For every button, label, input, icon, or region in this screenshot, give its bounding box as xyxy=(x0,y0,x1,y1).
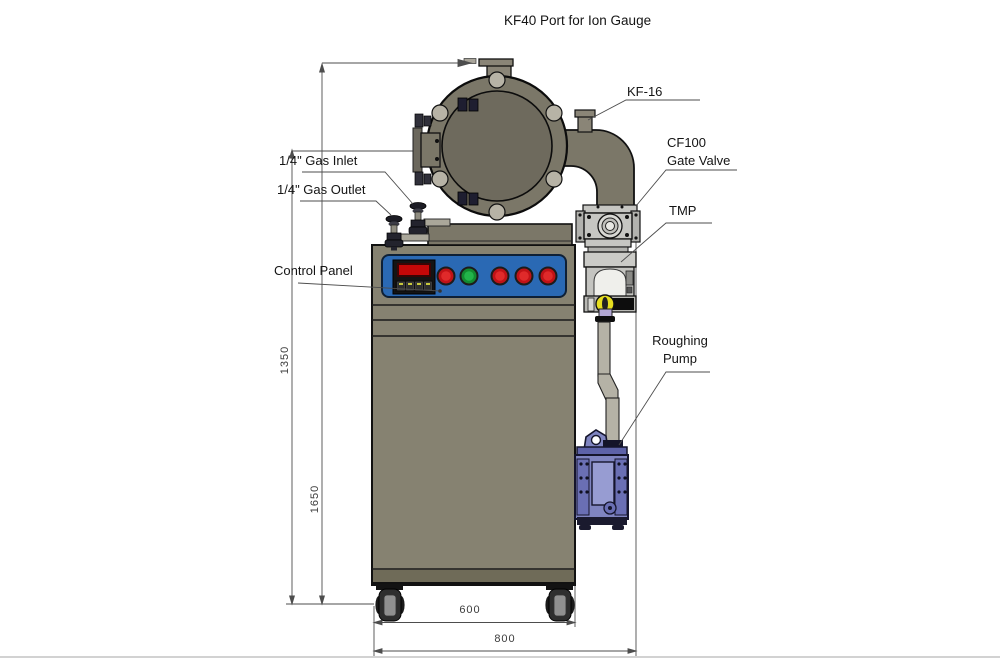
chamber-pedestal xyxy=(427,223,573,246)
vacuum-chamber xyxy=(412,58,569,221)
label-gate-valve-line2: Gate Valve xyxy=(667,153,731,168)
panel-button-red-4 xyxy=(538,266,558,286)
label-gate-valve-line1: CF100 xyxy=(667,135,707,150)
control-panel xyxy=(381,254,567,298)
cabinet-kick-band xyxy=(373,570,574,583)
dimension-600: 600 xyxy=(459,604,481,616)
label-roughing-pump-line1: Roughing xyxy=(652,333,708,348)
kf16-port xyxy=(574,109,596,133)
elbow-pipe xyxy=(557,109,635,207)
leader-lines xyxy=(297,99,737,446)
cabinet xyxy=(371,244,576,586)
label-gas-inlet: 1/4" Gas Inlet xyxy=(279,153,358,168)
caster-left xyxy=(375,584,405,622)
caster-right xyxy=(545,584,575,622)
gas-outlet-valve xyxy=(384,215,430,251)
foreline-pipe xyxy=(597,321,620,445)
turbo-pump-tmp xyxy=(583,246,637,322)
door-clamps xyxy=(457,97,479,206)
label-tmp: TMP xyxy=(669,203,697,218)
gas-inlet-valve xyxy=(408,202,451,238)
panel-button-green xyxy=(459,266,479,286)
dimension-1350: 1350 xyxy=(279,345,291,375)
diagram-title: KF40 Port for Ion Gauge xyxy=(504,13,652,28)
chamber-door xyxy=(441,90,553,202)
label-gas-outlet: 1/4" Gas Outlet xyxy=(277,182,366,197)
side-port xyxy=(412,113,441,186)
gate-valve xyxy=(575,204,641,248)
label-roughing-pump-line2: Pump xyxy=(663,351,697,366)
label-kf16: KF-16 xyxy=(627,84,663,99)
panel-button-red-3 xyxy=(514,266,534,286)
roughing-pump xyxy=(574,429,629,530)
label-control-panel: Control Panel xyxy=(274,263,353,278)
dimension-800: 800 xyxy=(494,633,516,645)
panel-button-red-2 xyxy=(490,266,510,286)
dimension-1650: 1650 xyxy=(309,484,321,514)
panel-button-red-1 xyxy=(436,266,456,286)
flange-bolts xyxy=(431,71,563,221)
